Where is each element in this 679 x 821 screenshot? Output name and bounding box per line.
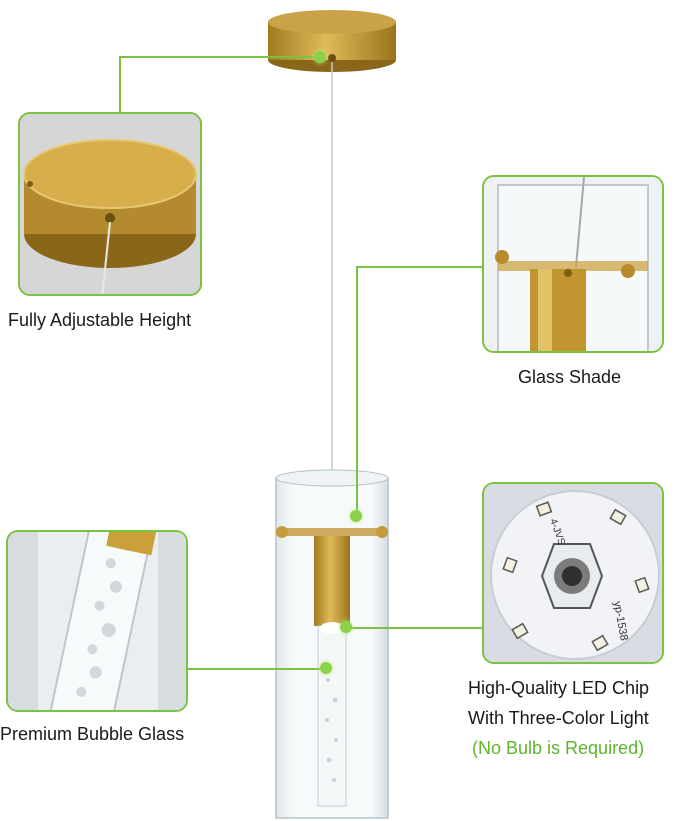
callout-line-bubble	[186, 668, 326, 670]
callout-line-led	[350, 627, 484, 629]
canopy	[268, 10, 396, 72]
bubble-rod	[317, 622, 347, 807]
brass-holder	[276, 526, 388, 626]
callout-dot-led	[340, 621, 352, 633]
callout-line-height-v	[119, 56, 121, 114]
callout-line-shade-h	[356, 266, 484, 268]
label-led-line3: (No Bulb is Required)	[472, 738, 645, 758]
bubble-glass-closeup-image	[8, 532, 186, 710]
label-premium-bubble-glass: Premium Bubble Glass	[0, 724, 185, 744]
panel-led-chip-closeup: yp-1538 4-JVS	[482, 482, 664, 664]
led-board-image: yp-1538 4-JVS	[484, 484, 662, 662]
panel-bubble-glass-closeup	[6, 530, 188, 712]
glass-shade-closeup-image	[484, 177, 662, 351]
label-led-line2: With Three-Color Light	[468, 708, 649, 728]
callout-dot-height	[314, 51, 326, 63]
led-chips	[502, 501, 650, 652]
panel-glass-shade-closeup	[482, 175, 664, 353]
canopy-closeup-image	[20, 114, 200, 294]
callout-line-shade-v	[356, 266, 358, 512]
label-glass-shade: Glass Shade	[518, 367, 622, 387]
label-fully-adjustable-height: Fully Adjustable Height	[8, 310, 192, 330]
callout-line-height-h	[120, 56, 320, 58]
callout-dot-shade	[350, 510, 362, 522]
panel-canopy-closeup	[18, 112, 202, 296]
label-led-line1: High-Quality LED Chip	[468, 678, 650, 698]
callout-dot-bubble	[320, 662, 332, 674]
